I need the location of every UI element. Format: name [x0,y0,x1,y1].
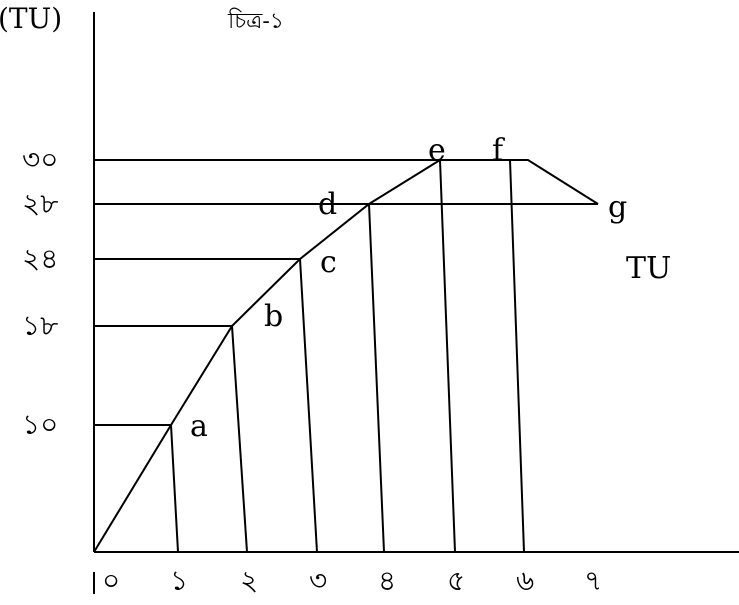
x-tick-5: ৫ [447,564,465,597]
x-tick-0: ০ [102,564,120,597]
y-tick-24: ২৪ [22,242,58,275]
figure-title: চিত্র-১ [227,8,284,34]
x-tick-2: ২ [240,564,258,597]
x-tick-6: ৬ [516,564,534,597]
y-tick-30: ৩০ [22,143,58,176]
x-tick-7: ৭ [584,564,602,597]
x-tick-4: ৪ [378,564,396,597]
y-tick-18: ১৮ [22,309,58,342]
point-label-c: c [320,245,337,280]
point-label-b: b [264,299,283,334]
x-tick-1: ১ [170,564,188,597]
drop-line-e [439,159,456,553]
y-tick-10: ১০ [22,408,58,441]
curve-label: TU [626,251,671,286]
y-tick-28: ২৮ [22,187,58,220]
point-label-f: f [492,133,505,168]
drop-line-c [299,258,318,553]
y-axis-label: (TU) [0,2,62,35]
x-tick-3: ৩ [309,564,327,597]
drop-line-b [231,325,248,553]
point-label-g: g [608,190,627,225]
drop-line-d [368,203,385,553]
point-label-d: d [318,187,337,222]
drop-line-a [170,424,179,553]
point-label-a: a [190,409,208,444]
point-label-e: e [428,133,446,168]
drop-line-f [509,159,525,553]
